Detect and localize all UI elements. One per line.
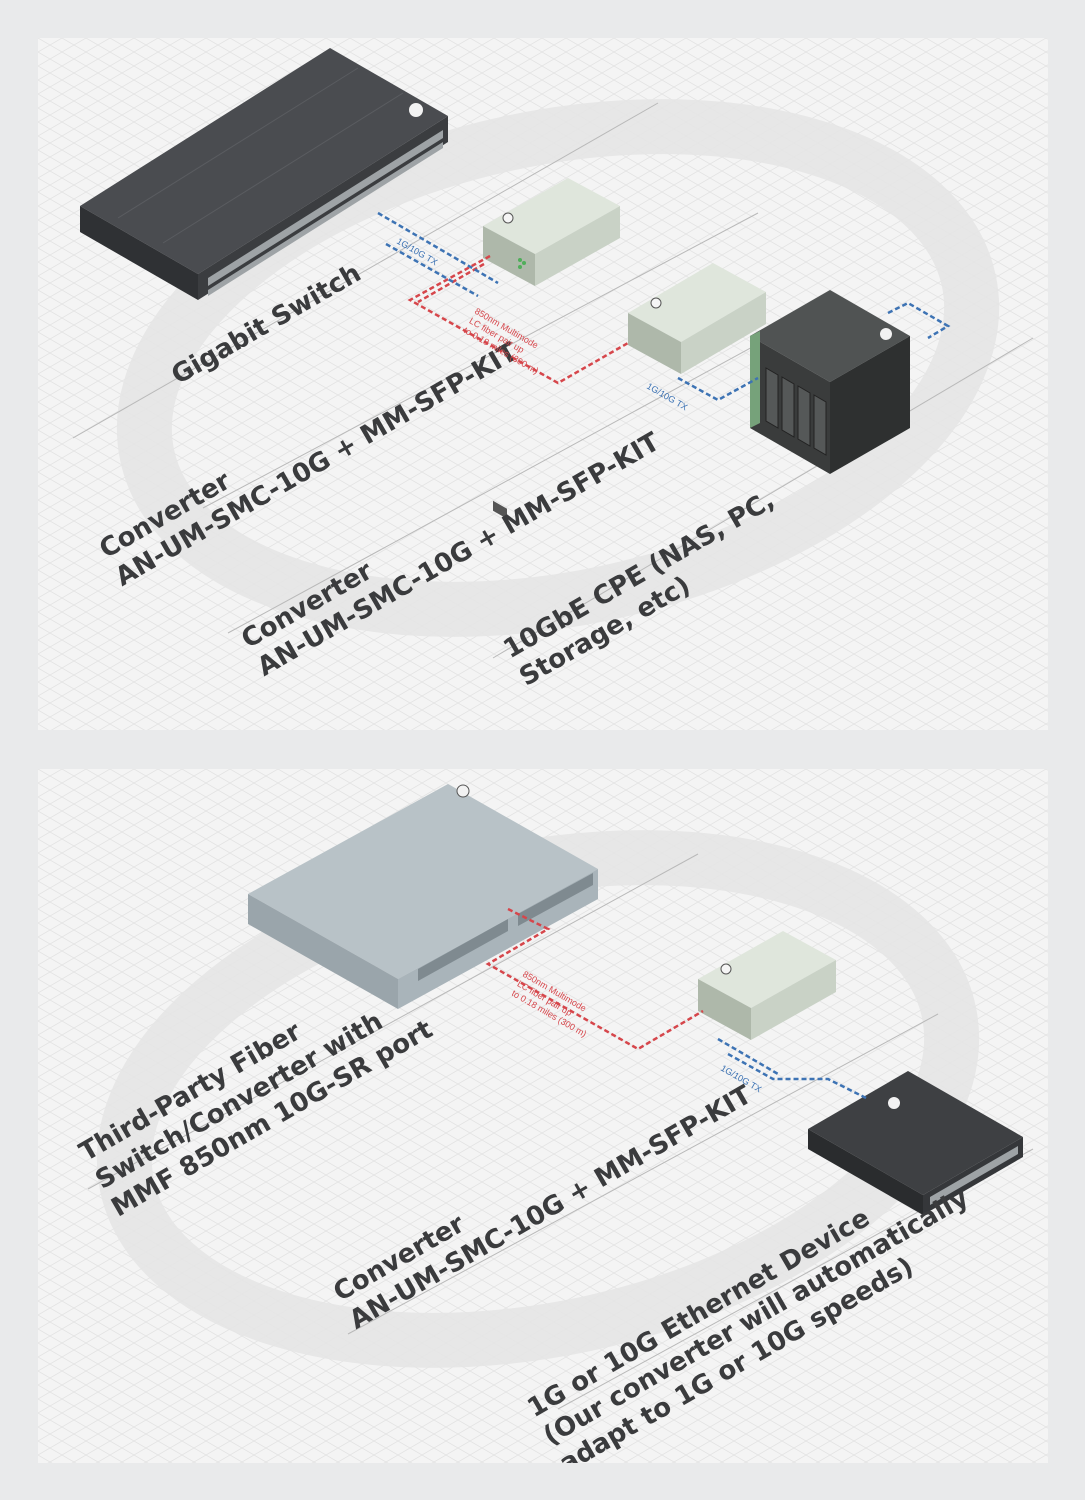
converter-2 [628, 263, 766, 374]
panel-bottom-drawing [38, 769, 1048, 1463]
copper-link [717, 1037, 869, 1101]
brand-logo-icon [720, 963, 732, 975]
copper-link [377, 211, 951, 402]
brand-logo-icon [880, 328, 892, 340]
guide-lines [72, 102, 1034, 659]
brand-logo-icon [456, 784, 470, 798]
status-led-icon [518, 258, 526, 269]
diagram-panel-top: Gigabit Switch Converter AN-UM-SMC-10G +… [38, 38, 1048, 730]
brand-logo-icon [502, 212, 514, 224]
diagram-panel-bottom: Third-Party Fiber Switch/Converter with … [38, 769, 1048, 1463]
fiber-link [407, 254, 629, 385]
brand-logo-icon [409, 103, 423, 117]
brand-logo-icon [650, 297, 662, 309]
brand-logo-icon [888, 1097, 900, 1109]
converter [698, 931, 836, 1040]
fiber-link [485, 907, 704, 1051]
watermark-logo-icon [116, 99, 1000, 637]
converter-1 [483, 178, 620, 519]
sfp-port-icon [493, 500, 507, 519]
panel-top-drawing [38, 38, 1048, 730]
ethernet-device [808, 1071, 1023, 1215]
third-party-fiber-switch [248, 784, 598, 1009]
sfp-port-icon [418, 873, 593, 981]
rj45-port-icon [208, 130, 443, 296]
nas-cpe-device [750, 290, 910, 474]
rj45-port-icon [930, 1146, 1018, 1205]
gigabit-switch [80, 48, 448, 300]
